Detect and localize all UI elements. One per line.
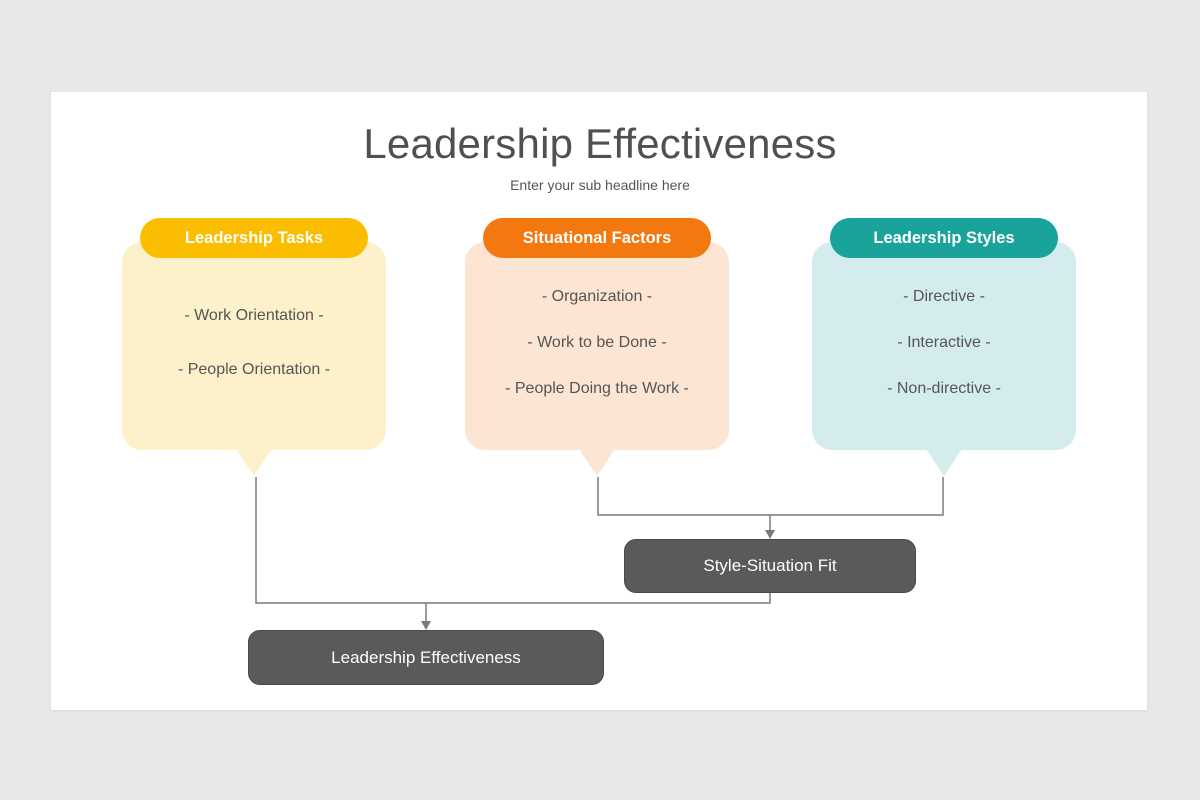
card-situational-factors: - Organization - - Work to be Done - - P… bbox=[465, 242, 729, 476]
card-item: - Work to be Done - bbox=[527, 334, 667, 351]
card-pointer bbox=[236, 449, 272, 476]
card-item: - People Doing the Work - bbox=[505, 380, 689, 397]
style-situation-fit-box: Style-Situation Fit bbox=[624, 539, 916, 593]
card-item-list: - Organization - - Work to be Done - - P… bbox=[465, 242, 729, 450]
card-item: - Organization - bbox=[541, 288, 653, 305]
card-item: - Work Orientation - bbox=[184, 307, 324, 324]
card-item: - Interactive - bbox=[897, 334, 991, 351]
arrowhead-fit bbox=[765, 530, 775, 539]
card-item: - People Orientation - bbox=[177, 361, 331, 378]
heading-leadership-tasks: Leadership Tasks bbox=[140, 218, 368, 258]
leadership-effectiveness-box: Leadership Effectiveness bbox=[248, 630, 604, 685]
card-item: - Non-directive - bbox=[887, 380, 1001, 397]
card-leadership-tasks: - Work Orientation - - People Orientatio… bbox=[122, 242, 386, 476]
card-pointer bbox=[579, 449, 615, 476]
page-subtitle: Enter your sub headline here bbox=[510, 177, 690, 193]
card-item-list: - Work Orientation - - People Orientatio… bbox=[122, 242, 386, 450]
arrowhead-effectiveness bbox=[421, 621, 431, 630]
heading-situational-factors: Situational Factors bbox=[483, 218, 711, 258]
connector-tasks-to-effectiveness bbox=[255, 477, 771, 604]
card-leadership-styles: - Directive - - Interactive - - Non-dire… bbox=[812, 242, 1076, 476]
page-title: Leadership Effectiveness bbox=[363, 120, 837, 167]
connector-factors-to-fit bbox=[597, 477, 944, 516]
card-item-list: - Directive - - Interactive - - Non-dire… bbox=[812, 242, 1076, 450]
heading-leadership-styles: Leadership Styles bbox=[830, 218, 1058, 258]
card-pointer bbox=[926, 449, 962, 476]
card-item: - Directive - bbox=[903, 288, 985, 305]
